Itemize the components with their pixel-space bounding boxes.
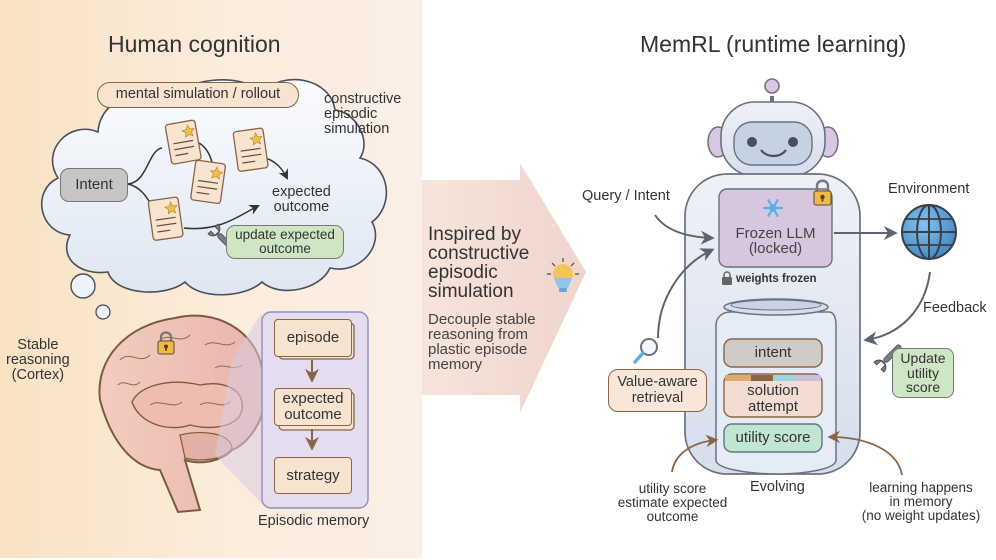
star-icon xyxy=(181,124,195,138)
episode-card xyxy=(232,127,269,172)
utility-note-right-arrow xyxy=(827,430,903,476)
thought-bubble-large xyxy=(70,273,96,299)
retrieval-arrow xyxy=(657,248,715,339)
intent-box: Intent xyxy=(60,168,128,202)
human-cognition-title: Human cognition xyxy=(108,31,281,57)
globe-icon xyxy=(901,204,957,260)
weights-frozen-label: weights frozen xyxy=(736,273,817,285)
episode-card xyxy=(164,119,202,165)
star-icon xyxy=(209,166,224,180)
star-icon xyxy=(164,201,178,215)
episode-cards xyxy=(147,119,269,241)
jar-utility-box xyxy=(723,423,823,453)
query-intent-label: Query / Intent xyxy=(582,188,670,204)
snowflake-icon xyxy=(762,199,784,217)
episodic-memory-caption: Episodic memory xyxy=(258,513,370,529)
memory-step-strategy: strategy xyxy=(274,457,352,494)
utility-note-left-arrow xyxy=(671,434,719,473)
memory-zoom-cone xyxy=(215,312,262,504)
thought-bubble-small xyxy=(95,304,111,320)
brain-lock-icon xyxy=(157,331,175,355)
star-icon xyxy=(249,132,263,146)
frozen-llm-box xyxy=(718,188,833,268)
robot-head xyxy=(707,78,839,177)
jar-solution-box xyxy=(723,373,823,418)
brain-illustration xyxy=(98,314,268,514)
jar-intent-box xyxy=(723,338,823,368)
feedback-arrow xyxy=(863,271,931,346)
query-arrow xyxy=(654,214,715,245)
jar-intent-label: intent xyxy=(754,344,792,362)
episode-card xyxy=(190,159,226,205)
feedback-label: Feedback xyxy=(923,300,987,316)
episode-card xyxy=(147,196,184,241)
frozen-llm-label: Frozen LLM(locked) xyxy=(735,225,816,258)
evolving-label: Evolving xyxy=(750,479,805,495)
lightbulb-icon xyxy=(547,258,579,292)
inspiration-arrow xyxy=(422,163,586,413)
memrl-title: MemRL (runtime learning) xyxy=(640,31,907,57)
magnifier-icon xyxy=(633,338,658,364)
jar-utility-label: utility score xyxy=(735,429,811,447)
small-lock-icon xyxy=(722,271,732,285)
llm-lock-icon xyxy=(813,179,832,206)
memory-step-episode: episode xyxy=(274,319,352,357)
environment-label: Environment xyxy=(888,181,970,197)
mental-simulation-banner: mental simulation / rollout xyxy=(97,82,299,108)
